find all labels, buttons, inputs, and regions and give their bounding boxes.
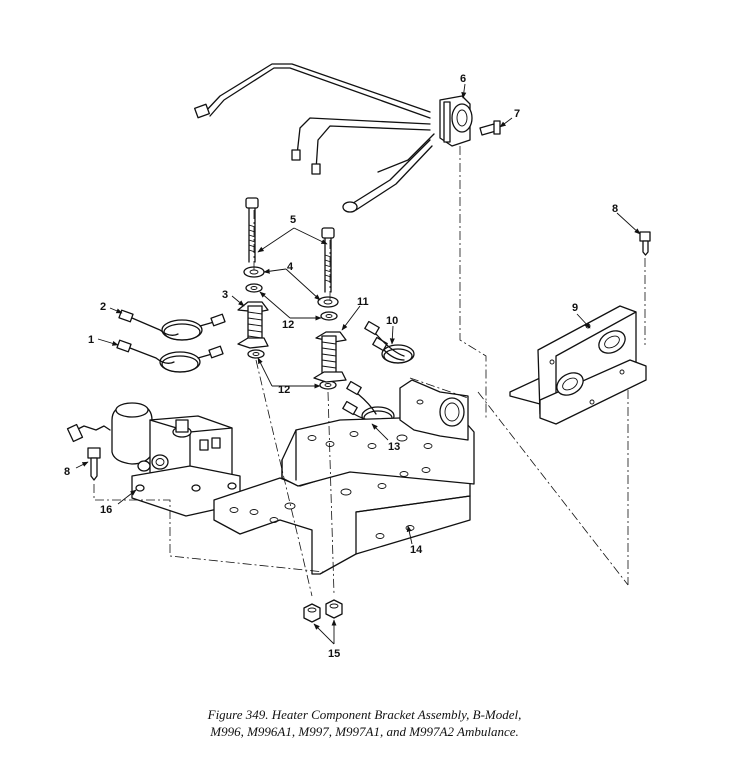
callout-1: 1 <box>88 334 94 346</box>
callout-leaders <box>75 83 641 645</box>
callout-9: 9 <box>572 302 578 314</box>
callout-13: 13 <box>388 441 400 453</box>
callout-12-lower: 12 <box>278 384 290 396</box>
terminal-stud-right <box>313 331 347 383</box>
caption-line-1: Figure 349. Heater Component Bracket Ass… <box>207 707 522 722</box>
callout-8-relay: 8 <box>64 466 70 478</box>
long-bolt-left <box>245 197 259 263</box>
callout-10: 10 <box>386 315 398 327</box>
figure-caption: Figure 349. Heater Component Bracket Ass… <box>0 706 729 740</box>
nut-left-lower <box>247 349 265 359</box>
jumper-wire-1 <box>116 339 224 373</box>
jumper-wire-2 <box>118 309 226 341</box>
callout-14: 14 <box>410 544 423 556</box>
terminal-stud-left <box>237 301 269 349</box>
callout-16: 16 <box>100 504 112 516</box>
long-bolt-right <box>321 227 335 293</box>
callout-3: 3 <box>222 289 228 301</box>
callout-15: 15 <box>328 648 340 660</box>
callout-11: 11 <box>357 296 369 308</box>
nut-left-upper <box>245 283 263 293</box>
harness-connector <box>439 95 473 147</box>
callout-4: 4 <box>287 261 294 273</box>
callout-2: 2 <box>100 301 106 313</box>
plate-screw <box>639 231 651 256</box>
callout-labels: 1 2 3 4 5 6 7 8 8 9 10 11 12 12 13 14 15… <box>64 73 618 660</box>
locknut-right <box>325 599 343 619</box>
relay-screw <box>87 447 101 481</box>
callout-5: 5 <box>290 214 296 226</box>
connector-screw <box>479 120 501 136</box>
callout-7: 7 <box>514 108 520 120</box>
mounting-plate <box>509 305 647 425</box>
jumper-wire-10 <box>364 320 415 364</box>
main-bracket <box>213 415 475 575</box>
bracket-flange <box>399 379 469 441</box>
washer-right <box>317 296 339 308</box>
bracket-holes <box>229 431 433 539</box>
callout-6: 6 <box>460 73 466 85</box>
wiring-harness <box>194 63 435 213</box>
locknut-left <box>303 603 321 623</box>
assembly-centerlines <box>93 146 646 597</box>
caption-line-2: M996, M996A1, M997, M997A1, and M997A2 A… <box>210 724 519 739</box>
nut-right-upper <box>320 311 338 321</box>
callout-8-plate: 8 <box>612 203 618 215</box>
callout-12-upper: 12 <box>282 319 294 331</box>
